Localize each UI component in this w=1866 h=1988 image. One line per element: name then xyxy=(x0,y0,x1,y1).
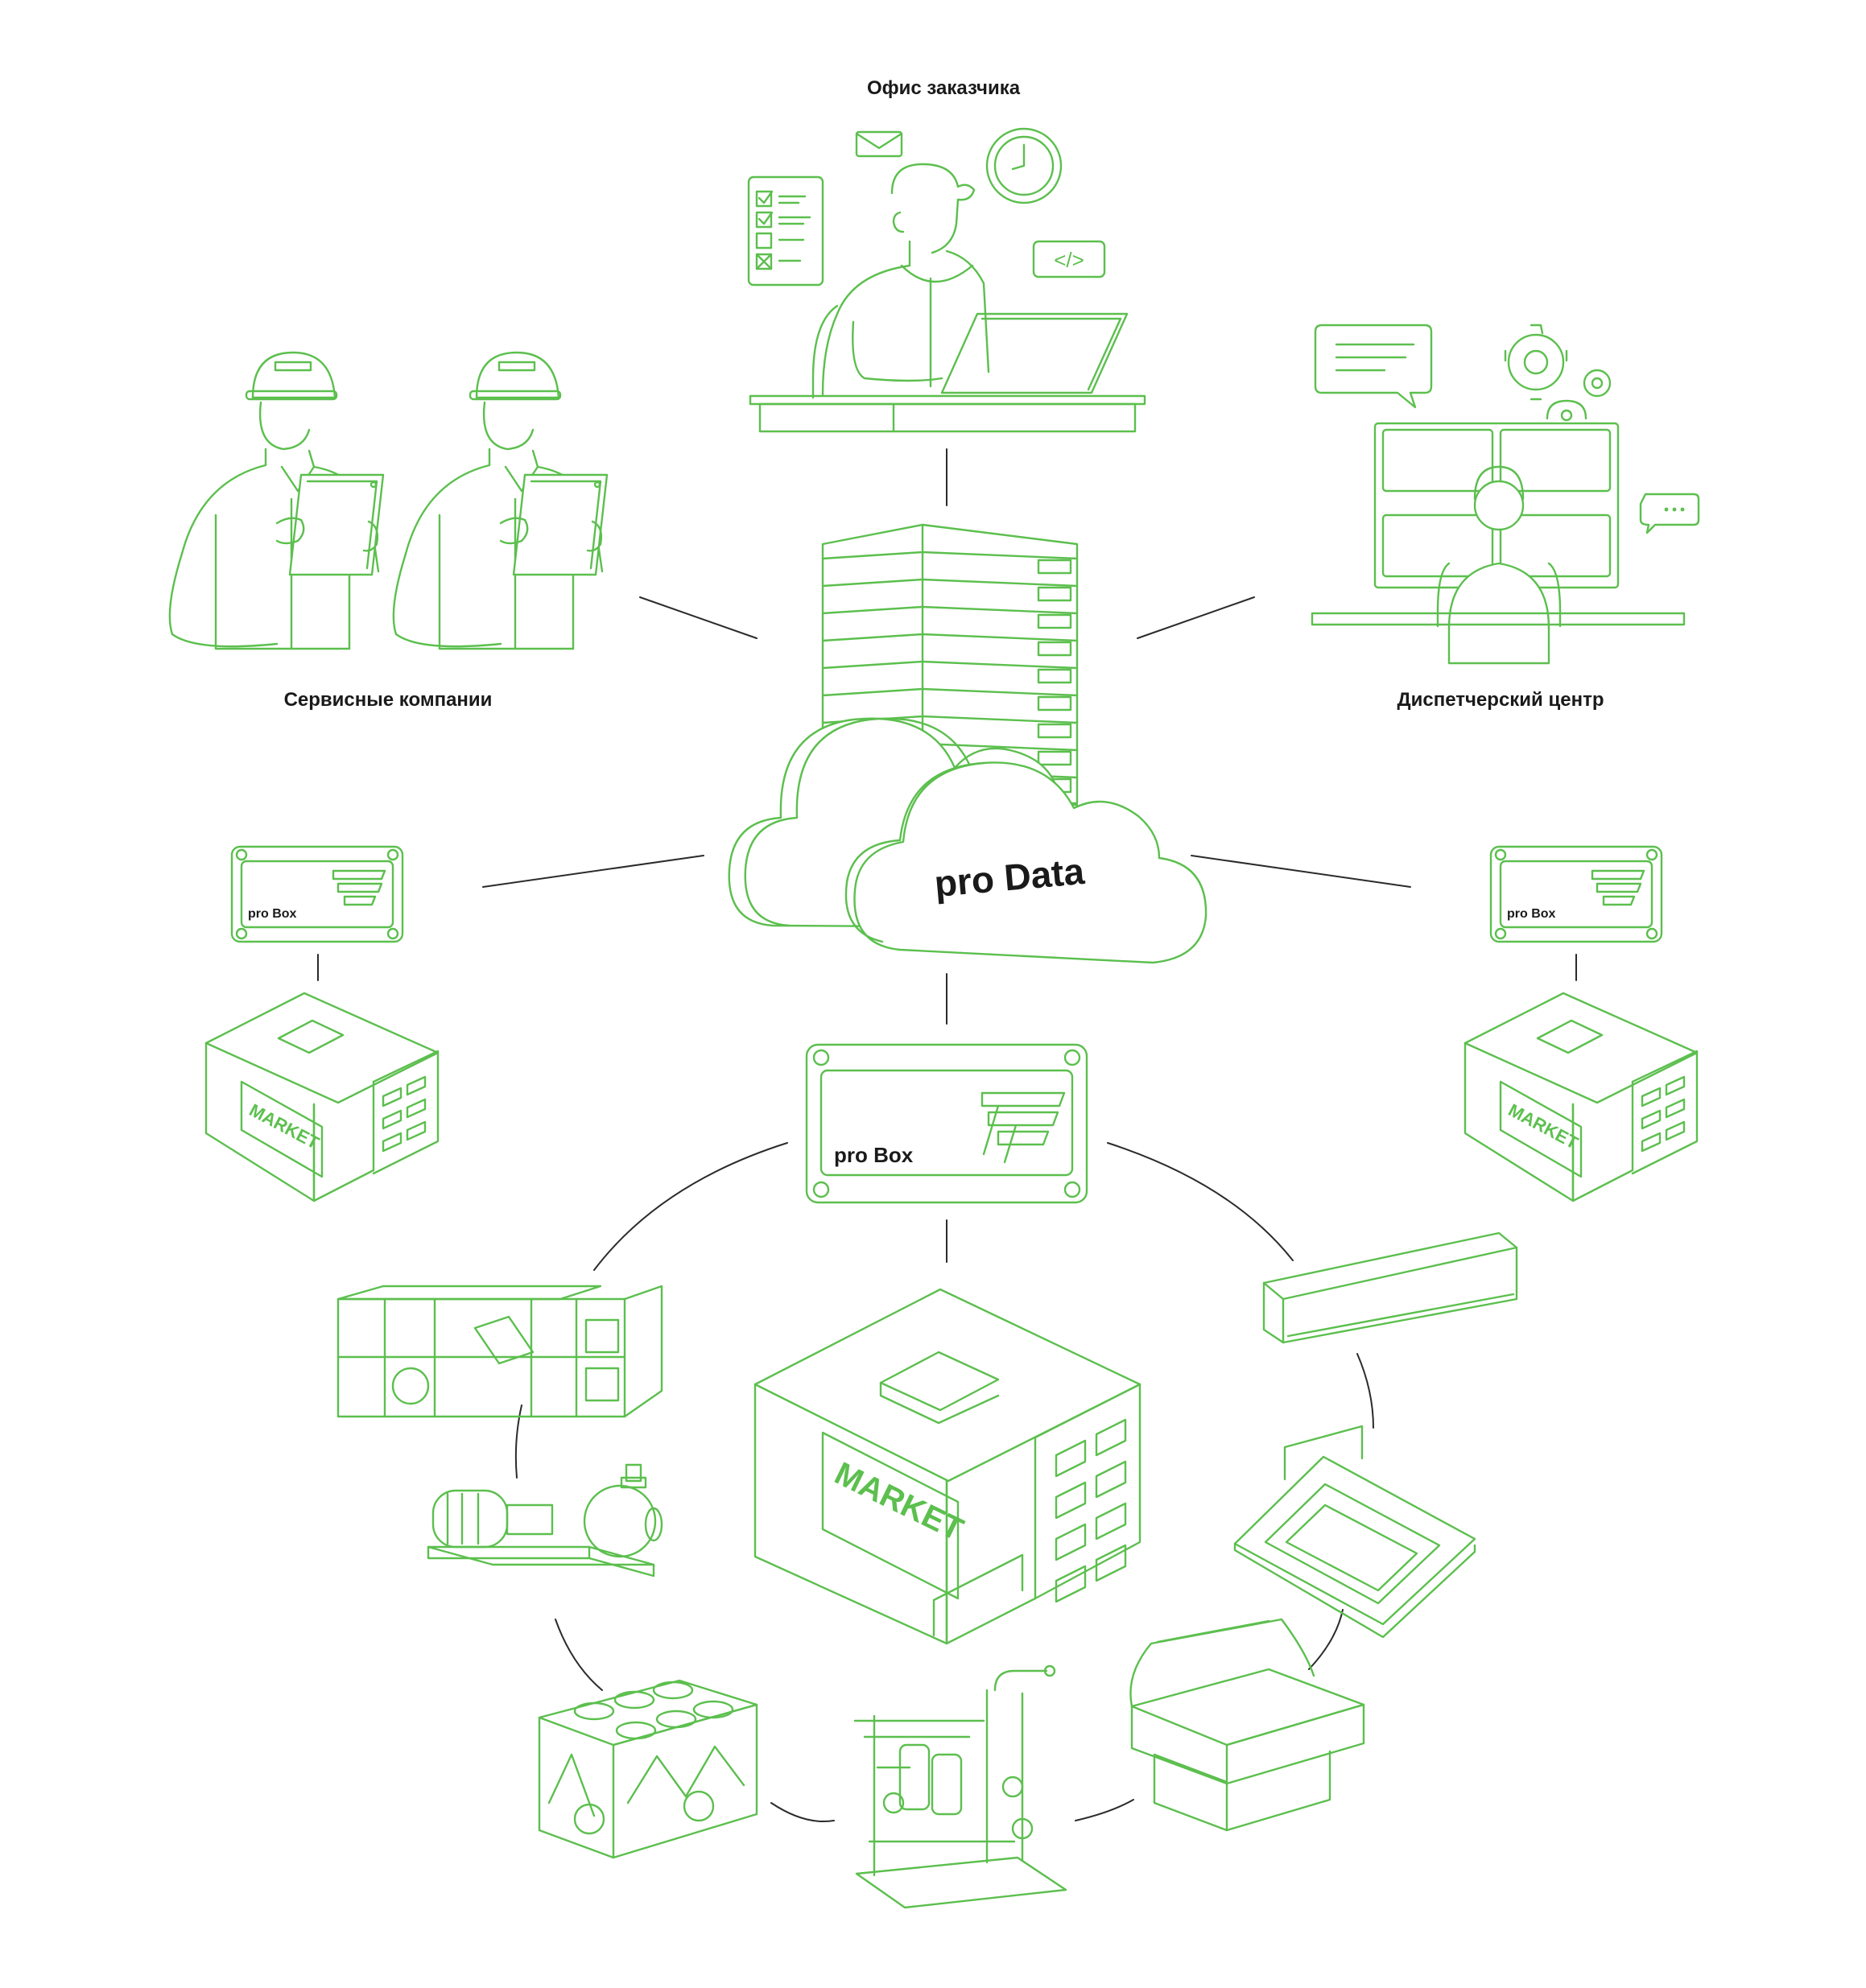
right-probox: pro Box xyxy=(1489,845,1663,943)
ahu-icon xyxy=(336,1285,663,1418)
laptop-icon xyxy=(940,312,1129,394)
left-probox: pro Box xyxy=(230,845,404,943)
service-worker-2 xyxy=(392,351,609,650)
rack-row xyxy=(821,633,1079,642)
rack-vent xyxy=(1037,641,1072,657)
operator xyxy=(1436,465,1562,665)
headset-icon xyxy=(1473,465,1525,501)
rack-vent xyxy=(1037,750,1072,766)
right-market-building: MARKET xyxy=(1463,992,1699,1202)
arc-probox-ahu xyxy=(593,1142,788,1271)
rack-row xyxy=(821,551,1079,560)
hard-hat-icon xyxy=(475,351,560,399)
connector-right-probox-cloud xyxy=(1191,855,1411,888)
customer-office-illustration: </> xyxy=(747,127,1146,433)
split-ac-icon xyxy=(1262,1231,1518,1344)
rack-vent xyxy=(1037,559,1072,575)
rack-row xyxy=(821,578,1079,588)
connector-left-probox-cloud xyxy=(482,855,704,888)
center-probox-label: pro Box xyxy=(834,1143,914,1167)
rack-vent xyxy=(1037,723,1072,739)
hard-hat-icon xyxy=(251,351,336,399)
rack-row xyxy=(821,687,1079,697)
desk-icon xyxy=(749,394,1146,433)
service-companies-illustration xyxy=(168,351,609,650)
arc-splitac-cassette xyxy=(1356,1353,1374,1429)
dispatch-desk xyxy=(1311,612,1686,626)
arc-hydro-showcase xyxy=(1075,1799,1134,1821)
code-icon: </> xyxy=(1032,240,1106,278)
rack-vent xyxy=(1037,668,1072,684)
arc-pump-chiller xyxy=(555,1619,603,1691)
right-probox-label: pro Box xyxy=(1507,907,1556,921)
service-worker-1 xyxy=(168,351,385,650)
arc-chiller-hydro xyxy=(770,1802,835,1823)
office-worker xyxy=(811,163,990,399)
dispatch-center-label: Диспетчерский центр xyxy=(1397,689,1604,711)
cassette-ac-icon xyxy=(1233,1425,1476,1639)
connector-service-cloud xyxy=(639,596,758,639)
market-windows xyxy=(1055,1418,1127,1603)
rack-vent xyxy=(1037,586,1072,602)
hydraulic-module-icon xyxy=(853,1664,1067,1909)
chiller-icon xyxy=(538,1679,758,1859)
cloud-front: pro Data xyxy=(844,761,1208,964)
dots-chat-icon xyxy=(1639,493,1700,534)
center-market-building: MARKET xyxy=(753,1288,1141,1645)
checklist-icon xyxy=(747,175,824,287)
left-market-building: MARKET xyxy=(204,992,440,1202)
code-tag-text: </> xyxy=(1054,248,1084,272)
clock-icon xyxy=(985,127,1063,204)
arc-cassette-showcase xyxy=(1308,1609,1344,1670)
arc-ahu-pump xyxy=(514,1404,522,1479)
chat-icon xyxy=(1314,324,1433,409)
showcase-icon xyxy=(1129,1618,1365,1832)
small-gear-icon xyxy=(1583,369,1612,398)
right-market-sign: MARKET xyxy=(1505,1099,1582,1153)
rack-vent xyxy=(1037,613,1072,629)
left-probox-label: pro Box xyxy=(248,907,297,921)
service-companies-label: Сервисные компании xyxy=(283,689,493,711)
connector-dispatch-cloud xyxy=(1137,596,1255,639)
pump-icon xyxy=(427,1463,663,1578)
small-gear-icon-2 xyxy=(1546,399,1587,422)
customer-office-label: Офис заказчика xyxy=(866,77,1021,99)
envelope-icon xyxy=(855,130,903,158)
probox-logo-icon xyxy=(980,1091,1066,1164)
rack-row xyxy=(821,660,1079,670)
left-market-sign: MARKET xyxy=(246,1099,323,1153)
rack-row xyxy=(821,605,1079,615)
gear-icon xyxy=(1504,324,1568,401)
rack-vent xyxy=(1037,695,1072,711)
center-probox: pro Box xyxy=(805,1043,1088,1204)
connectors xyxy=(317,448,1577,1823)
arc-probox-splitac xyxy=(1107,1142,1294,1261)
dispatch-center-illustration xyxy=(1311,324,1700,665)
